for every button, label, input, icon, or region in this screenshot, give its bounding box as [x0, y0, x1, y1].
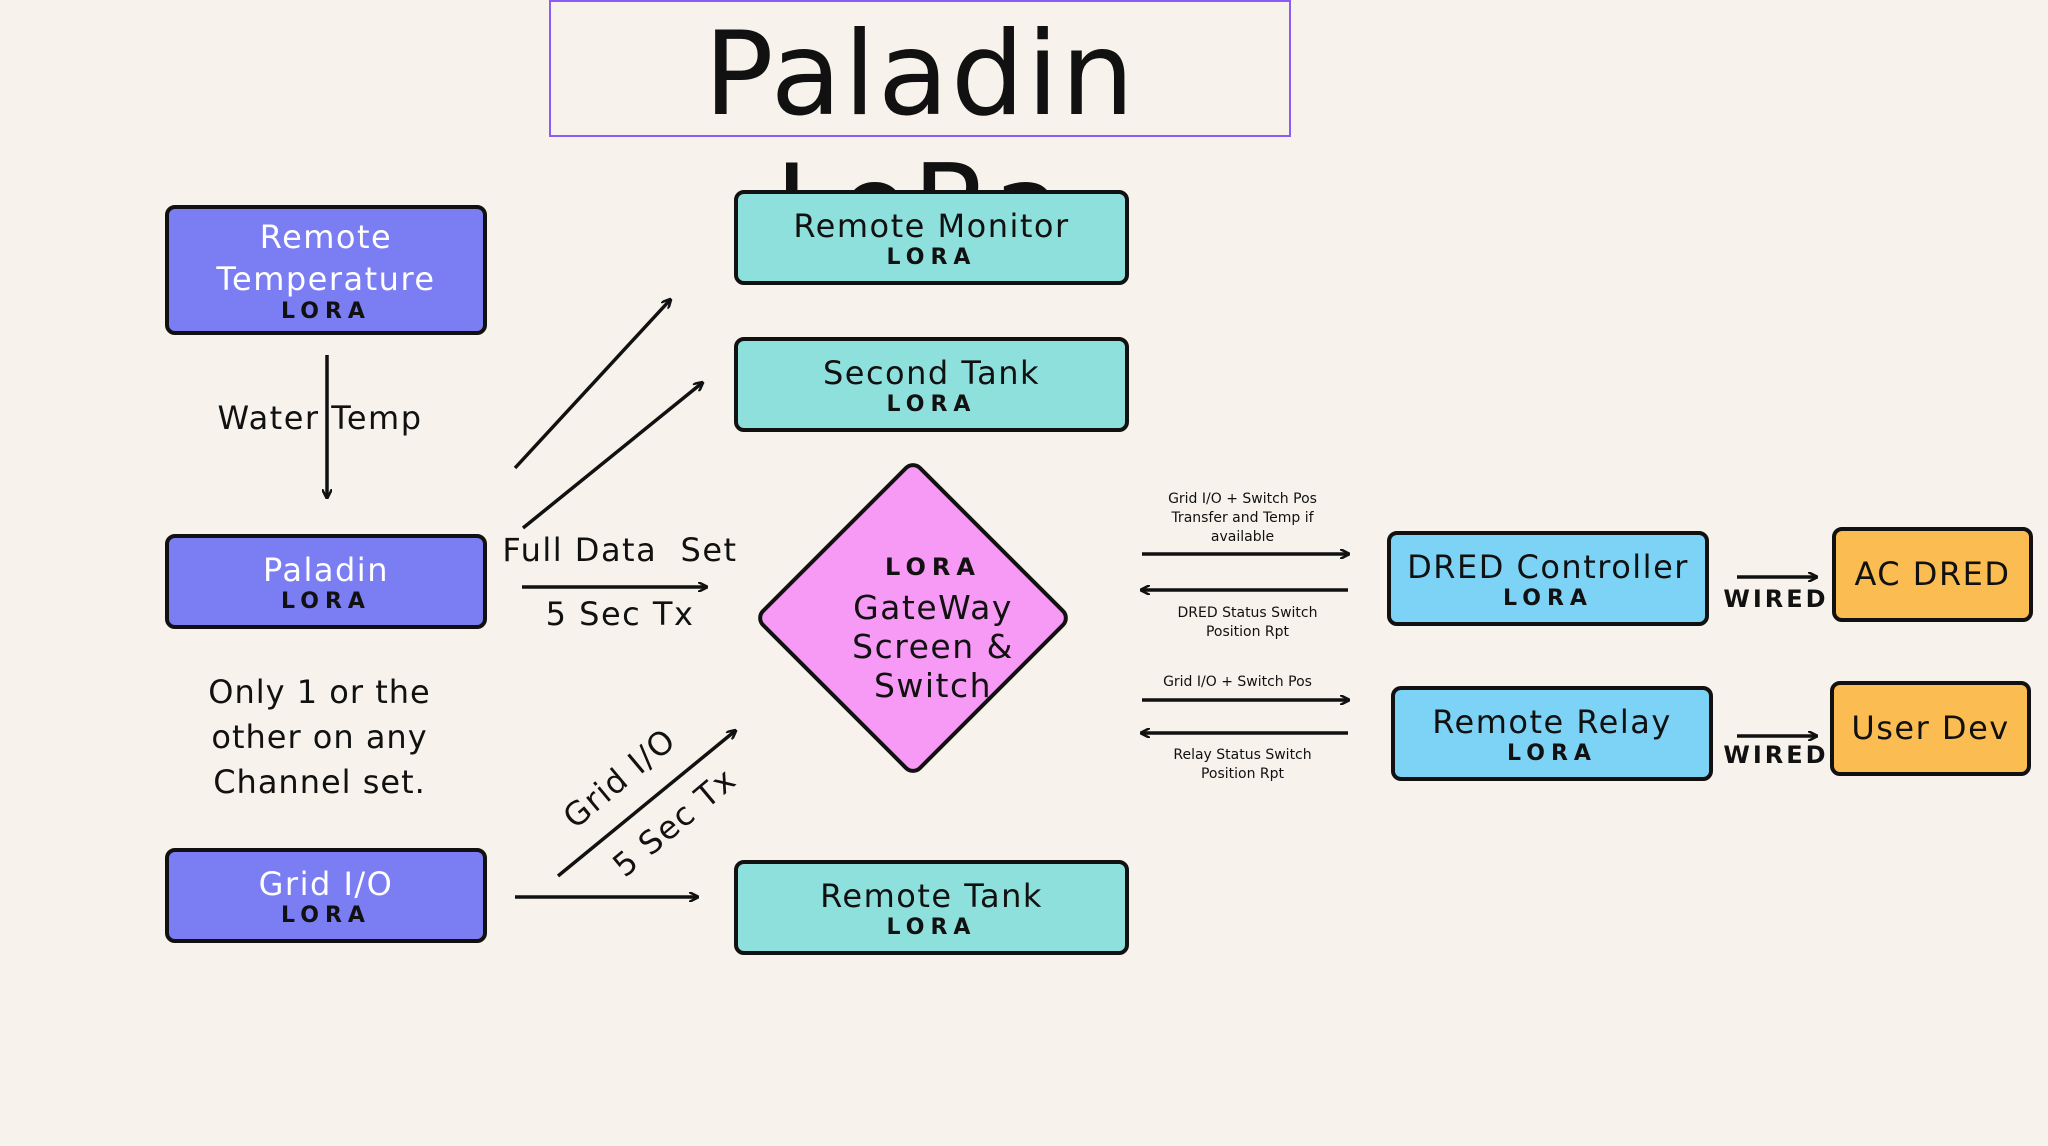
- label-relay-out: Grid I/O + Switch Pos: [1163, 674, 1312, 690]
- node-ac-dred-label: AC DRED: [1854, 554, 2011, 593]
- node-gateway: LORA GateWay Screen & Switch: [780, 553, 1086, 706]
- label-wired-1: WIRED: [1723, 585, 1829, 613]
- label-five-sec-tx-1: 5 Sec Tx: [545, 595, 695, 633]
- node-paladin: Paladin LORA: [165, 534, 487, 629]
- label-relay-in: Relay Status Switch Position Rpt: [1173, 747, 1312, 782]
- node-ac-dred: AC DRED: [1832, 527, 2033, 622]
- node-second-tank: Second Tank LORA: [734, 337, 1129, 432]
- node-remote-monitor-label: Remote Monitor: [793, 206, 1070, 245]
- node-gateway-sub: LORA: [885, 553, 981, 581]
- node-paladin-label: Paladin: [263, 550, 389, 589]
- node-user-dev-label: User Dev: [1851, 708, 2010, 747]
- label-dred-in: DRED Status Switch Position Rpt: [1177, 605, 1318, 640]
- node-grid-io-sub: LORA: [281, 903, 371, 929]
- node-paladin-sub: LORA: [281, 589, 371, 615]
- label-dred-out: Grid I/O + Switch Pos Transfer and Temp …: [1168, 491, 1317, 545]
- node-remote-tank-label: Remote Tank: [820, 876, 1043, 915]
- node-gateway-label: GateWay Screen & Switch: [852, 588, 1014, 705]
- node-dred-controller-label: DRED Controller: [1407, 547, 1689, 586]
- node-remote-monitor: Remote Monitor LORA: [734, 190, 1129, 285]
- node-user-dev: User Dev: [1830, 681, 2031, 776]
- node-dred-controller: DRED Controller LORA: [1387, 531, 1709, 626]
- node-remote-monitor-sub: LORA: [886, 245, 977, 271]
- node-grid-io-label: Grid I/O: [258, 864, 394, 903]
- node-second-tank-sub: LORA: [886, 392, 977, 418]
- node-remote-relay: Remote Relay LORA: [1391, 686, 1713, 781]
- node-remote-temperature-label: Remote Temperature: [216, 218, 436, 298]
- label-only-one-note: Only 1 or the other on any Channel set.: [208, 673, 431, 801]
- arrow-to-remote-monitor: [513, 300, 670, 470]
- node-remote-temperature: Remote Temperature LORA: [165, 205, 487, 335]
- arrow-to-second-tank: [521, 383, 702, 530]
- node-remote-temperature-sub: LORA: [281, 298, 371, 324]
- label-full-data-set: Full Data Set: [502, 531, 738, 569]
- label-wired-2: WIRED: [1723, 741, 1829, 769]
- arrow-grid-io-to-gateway: [556, 731, 735, 878]
- label-water-temp: Water Temp: [217, 399, 423, 437]
- node-remote-relay-sub: LORA: [1507, 741, 1597, 767]
- node-second-tank-label: Second Tank: [822, 353, 1041, 392]
- node-dred-controller-sub: LORA: [1503, 586, 1593, 612]
- node-remote-tank-sub: LORA: [886, 915, 977, 941]
- node-remote-tank: Remote Tank LORA: [734, 860, 1129, 955]
- node-remote-relay-label: Remote Relay: [1432, 702, 1672, 741]
- node-grid-io: Grid I/O LORA: [165, 848, 487, 943]
